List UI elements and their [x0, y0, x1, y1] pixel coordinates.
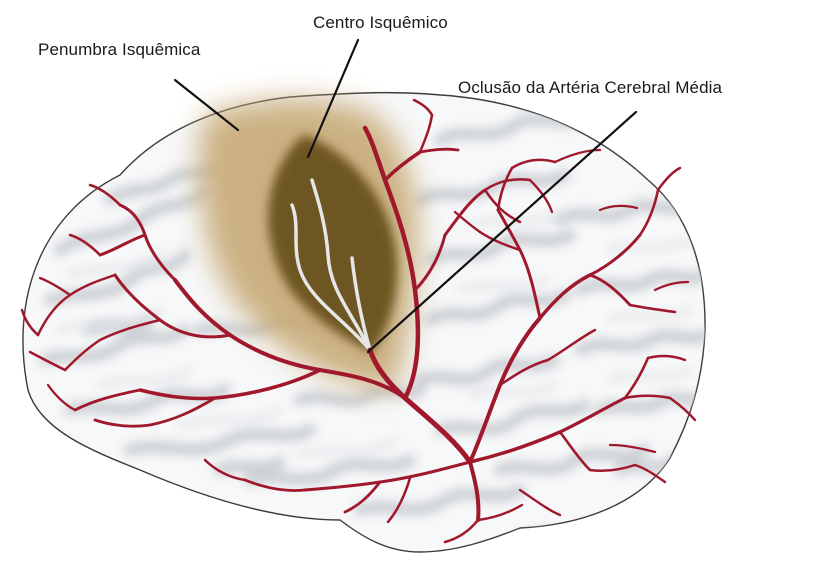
- mca-occlusion-label: Oclusão da Artéria Cerebral Média: [458, 78, 722, 98]
- penumbra-label: Penumbra Isquêmica: [38, 40, 200, 60]
- ischemic-core-label: Centro Isquêmico: [313, 13, 448, 33]
